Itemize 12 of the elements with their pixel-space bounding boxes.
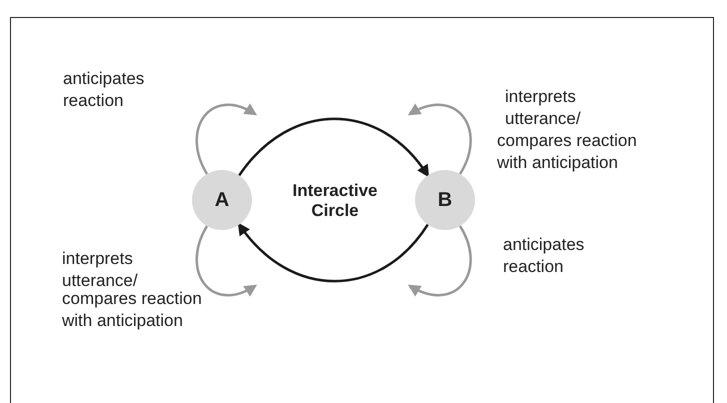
curved-arrow [408,225,472,296]
curved-arrow [196,104,258,175]
center-label: Interactive Circle [275,178,395,224]
curved-arrow [238,222,429,282]
annotation-text: compares reaction with anticipation [497,130,638,174]
curved-arrow [238,118,430,178]
person-circle: B [415,170,475,230]
curved-arrow [408,104,472,175]
person-circle: A [192,170,252,230]
curved-arrow [196,225,258,296]
annotation-text: anticipates reaction [503,234,586,278]
annotation-text: anticipates reaction [63,68,146,112]
